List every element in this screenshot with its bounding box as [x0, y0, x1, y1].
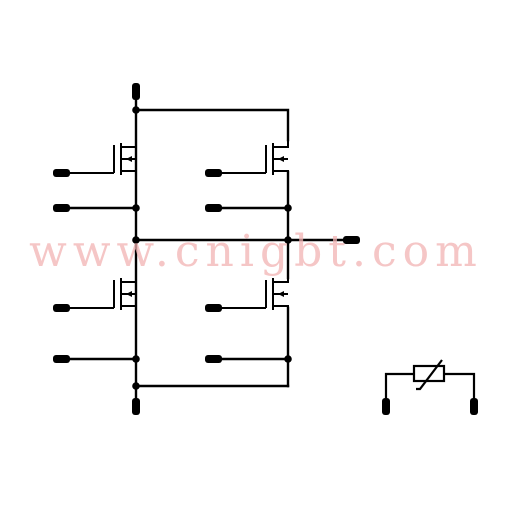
terminal-sense-q3	[53, 355, 70, 363]
terminal-gate-q3	[53, 304, 70, 312]
terminal-bottom	[132, 398, 140, 415]
terminal-top	[132, 83, 140, 100]
terminal-sense-q2	[205, 204, 222, 212]
junction-dot	[132, 236, 140, 244]
terminal-gate-q2	[205, 169, 222, 177]
top-rail-wire	[134, 108, 290, 142]
terminal-ntc-right	[470, 398, 478, 415]
mosfet-q2	[214, 140, 289, 177]
terminal-gate-q1	[53, 169, 70, 177]
junction-dot	[132, 355, 140, 363]
mosfet-q4	[214, 278, 289, 312]
terminal-sense-q4	[205, 355, 222, 363]
ntc-thermistor	[384, 359, 476, 400]
junction-dot	[284, 236, 292, 244]
junction-dot	[284, 355, 292, 363]
terminal-gate-q4	[205, 304, 222, 312]
mosfet-q3	[62, 278, 137, 312]
junction-dot	[132, 204, 140, 212]
terminal-output	[343, 236, 360, 244]
terminal-sense-q1	[53, 204, 70, 212]
mosfet-q1	[62, 119, 137, 197]
terminal-ntc-left	[382, 398, 390, 415]
junction-dot	[132, 382, 140, 390]
junction-dot	[132, 106, 140, 114]
junction-dot	[284, 204, 292, 212]
